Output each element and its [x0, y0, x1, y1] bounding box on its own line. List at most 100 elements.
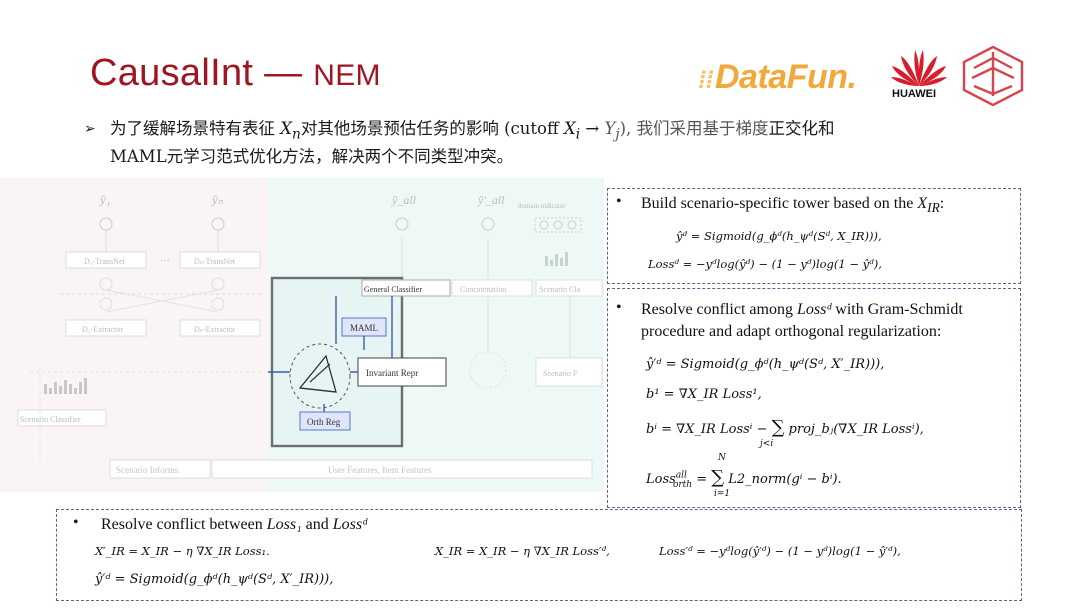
scenario-f-label: Scenario F [543, 369, 578, 378]
colon: : [939, 195, 945, 212]
general-classifier-box [361, 279, 451, 297]
general-classifier-label: General Classifier [364, 285, 422, 294]
gs-formula-4c: L2_norm(gⁱ − bⁱ). [724, 472, 842, 487]
connector [401, 238, 571, 358]
tower-text: Build scenario-specific tower based on t… [641, 195, 918, 212]
gate-node [99, 297, 113, 311]
gate-node [211, 297, 225, 311]
domain-indicator-box [534, 217, 582, 233]
math-loss: Lossᵈ [332, 516, 368, 533]
sum-icon: ∑ [711, 467, 725, 488]
maml-label: MAML [350, 323, 378, 333]
bar-glyph-right [545, 252, 568, 266]
bullet-line-1: 为了缓解场景特有表征 Xn对其他场景预估任务的影响 (cutoff Xi → Y… [110, 116, 835, 147]
scenario-cla-label: Scenario Cla [539, 285, 581, 294]
gs-formula-4: Lossallorth = ∑ L2_norm(gⁱ − bⁱ). [646, 467, 842, 490]
bullet-dot: • [616, 299, 622, 316]
concatenation-label: Concatenation [460, 285, 506, 294]
maml-text: Resolve conflict between [101, 516, 267, 533]
bullet-text: 对其他场景预估任务的影响 (cutoff [300, 119, 564, 138]
dn-transnet-label: Dₙ-TransNet [194, 257, 236, 266]
tower-formula-box: • Build scenario-specific tower based on… [607, 188, 1021, 284]
maml-formula-4: ŷ′ᵈ = Sigmoid(g_ϕᵈ(h_ψᵈ(Sᵈ, X′_IR))), [95, 572, 334, 587]
bullet-line-2: MAML元学习范式优化方法，解决两个不同类型冲突。 [110, 147, 514, 166]
gs-formula-3b: proj_bⱼ(∇X_IR Lossⁱ), [784, 422, 924, 437]
domain-indicator-label: domain indicator [518, 202, 566, 210]
dn-extractor-label: Dₙ-Extractor [194, 325, 236, 334]
gs-formula-4b: = [692, 472, 712, 487]
gs-formula-4-subscript: orth [672, 479, 693, 490]
datafun-dots-icon: ⁞⁞ [698, 67, 713, 94]
bullet-text: 正交化和 [768, 119, 835, 138]
gs-text: Resolve conflict among [641, 301, 797, 318]
tower-formula-2: Lossᵈ = −yᵈlog(ŷᵈ) − (1 − yᵈ)log(1 − ŷᵈ)… [648, 257, 882, 271]
ship-emblem-icon [962, 45, 1024, 107]
arrow-symbol: → [580, 119, 605, 138]
dn-transnet-box [179, 251, 261, 269]
gs-formula-3: bⁱ = ∇X_IR Lossⁱ − ∑ proj_bⱼ(∇X_IR Lossⁱ… [646, 417, 924, 438]
yall2-node [481, 217, 495, 231]
invariant-repr-label: Invariant Repr [366, 368, 418, 378]
huawei-flower-icon [891, 50, 947, 86]
datafun-logo-text: DataFun. [714, 58, 857, 96]
math-y: Y [604, 119, 616, 138]
math-sub: n [292, 126, 301, 143]
dashed-connector [30, 368, 262, 468]
math-x: X [917, 195, 928, 212]
math-sub: j [615, 126, 620, 143]
math-loss: Loss₁ [266, 516, 302, 533]
domain-node [539, 220, 549, 230]
scenario-informs-label: Scenario Informs [116, 465, 179, 475]
y1-label: ŷ₁ [98, 192, 110, 207]
gs-formula-1: ŷ′ᵈ = Sigmoid(g_ϕᵈ(h_ψᵈ(Sᵈ, X′_IR))), [646, 357, 885, 372]
tower-description: Build scenario-specific tower based on t… [641, 193, 944, 219]
bar-glyph-left [44, 378, 87, 394]
gs-formula-4-sup: all [675, 470, 687, 481]
scenario-cla-box [535, 279, 603, 297]
scenario-f-box [535, 357, 603, 387]
maml-description: Resolve conflict between Loss₁ and Lossᵈ [101, 514, 367, 536]
maml-text: and [301, 516, 333, 533]
datafun-logo: ⁞⁞DataFun. [698, 58, 857, 97]
bullet-dot: • [73, 514, 79, 531]
bullet-text: 为了缓解场景特有表征 [110, 119, 281, 138]
d1-transnet-label: D₁-TransNet [84, 257, 125, 266]
orth-circle [289, 343, 351, 409]
orth-reg-box [299, 411, 351, 431]
maml-formula-3: Loss′ᵈ = −yᵈlog(ŷ′ᵈ) − (1 − yᵈ)log(1 − ŷ… [659, 544, 901, 558]
gs-formula-4a: Loss [646, 472, 676, 487]
ellipsis-label: ··· [160, 256, 170, 267]
bullet-dot: • [616, 193, 622, 210]
scenario-classifier-label: Scenario Classifier [20, 415, 81, 424]
concatenation-box [451, 279, 533, 297]
math-x: X [563, 119, 576, 138]
partner-logo [960, 44, 1026, 108]
gs-text: with Gram-Schmidt [831, 301, 963, 318]
yall-node [395, 217, 409, 231]
user-features-label: User Features, Item Features [328, 465, 432, 475]
user-features-box [211, 459, 593, 479]
bullet-text: ), 我们采用基于梯度 [619, 119, 769, 138]
maml-formula-1: X′_IR = X_IR − η ∇X_IR Loss₁. [95, 544, 270, 558]
gram-schmidt-box: • Resolve conflict among Lossᵈ with Gram… [607, 288, 1021, 508]
scenario-informs-box [109, 459, 211, 479]
gs-formula-3-sub: j<i [760, 439, 774, 449]
d1-extractor-label: D₁-Extractor [82, 325, 123, 334]
maml-formula-box: • Resolve conflict between Loss₁ and Los… [56, 509, 1022, 601]
orth-vector-icon [299, 363, 337, 393]
title-sub: NEM [313, 59, 381, 92]
cross-connector [105, 289, 219, 313]
tower-formula-1: ŷᵈ = Sigmoid(g_ϕᵈ(h_ψᵈ(Sᵈ, X_IR))), [676, 229, 882, 243]
math-loss: Lossᵈ [796, 301, 832, 318]
d1-extractor-box [65, 319, 147, 337]
orth-reg-label: Orth Reg [307, 417, 341, 427]
sum-icon: ∑ [771, 417, 785, 438]
invariant-repr-box [357, 357, 447, 387]
gs-formula-4-bot: i=1 [714, 489, 731, 499]
math-sub: IR [927, 200, 940, 216]
arrow-connector [335, 296, 358, 373]
yall-label: ŷ_all [391, 193, 417, 207]
gram-schmidt-line-2: procedure and adapt orthogonal regulariz… [641, 323, 942, 340]
math-sub: i [575, 126, 581, 143]
architecture-diagram: ŷ₁ ŷₙ ŷ_all ŷ'_all domain indicator D₁-T… [0, 178, 604, 492]
